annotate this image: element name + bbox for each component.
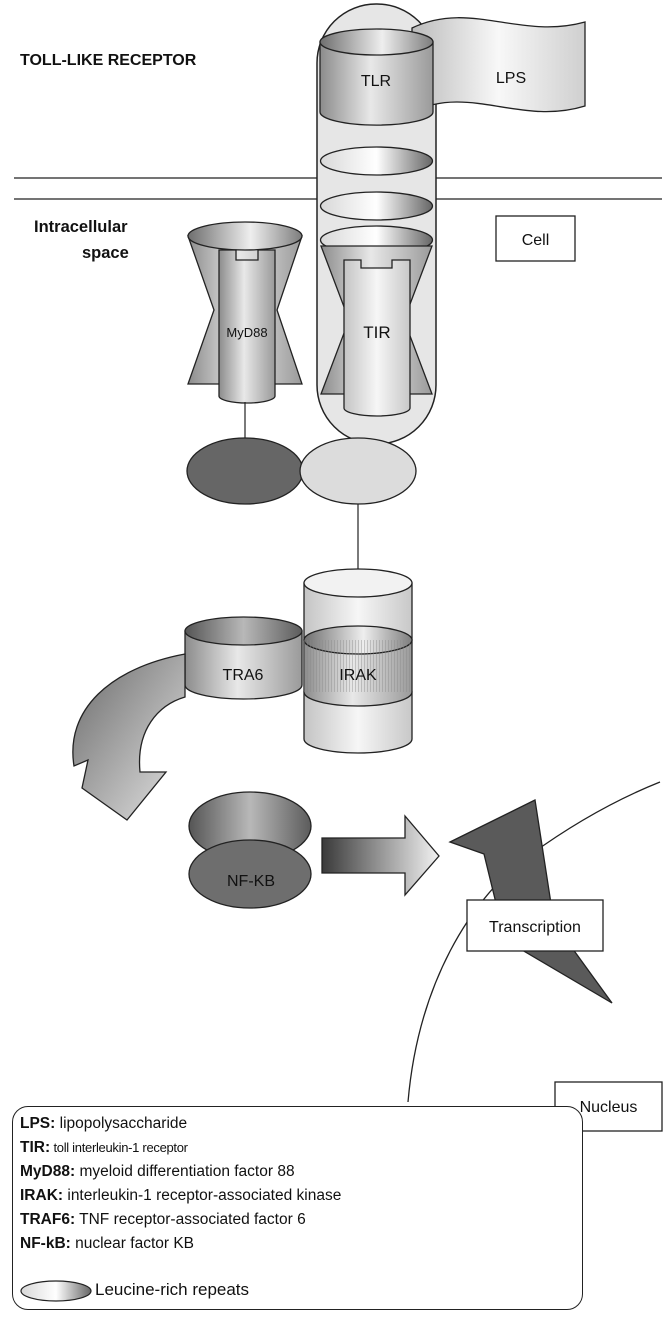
legend-term: TIR: — [20, 1139, 51, 1156]
legend-box: LPS: lipopolysaccharide TIR: toll interl… — [12, 1106, 583, 1310]
legend-term: MyD88: — [20, 1163, 76, 1180]
legend-desc: nuclear factor KB — [70, 1235, 195, 1252]
irak-label: IRAK — [339, 667, 377, 684]
legend-item-tir: TIR: toll interleukin-1 receptor — [20, 1139, 188, 1157]
leucine-rich-repeat-discs — [319, 146, 434, 255]
legend-item-lps: LPS: lipopolysaccharide — [20, 1115, 187, 1133]
legend-term: LPS: — [20, 1115, 56, 1132]
tlr-label: TLR — [361, 73, 391, 90]
legend-desc: lipopolysaccharide — [55, 1115, 188, 1132]
adaptor-ellipses — [186, 437, 417, 505]
intracellular-line-1: Intracellular — [34, 218, 128, 236]
nucleus-label: Nucleus — [580, 1099, 638, 1116]
myd88-domain — [187, 221, 303, 404]
cell-label: Cell — [522, 232, 550, 249]
tir-domain — [320, 245, 433, 417]
legend-item-traf6: TRAF6: TNF receptor-associated factor 6 — [20, 1211, 306, 1229]
legend-term: NF-kB: — [20, 1235, 71, 1252]
title-heading: TOLL-LIKE RECEPTOR — [20, 52, 197, 69]
lps-banner — [411, 17, 586, 114]
tlr-cylinder — [319, 28, 434, 126]
leucine-rich-repeat-icon — [20, 1280, 92, 1302]
nfkb-ellipses — [188, 791, 312, 909]
straight-arrow — [321, 814, 440, 897]
tir-label: TIR — [363, 323, 390, 342]
traf6-cylinder — [184, 616, 303, 700]
legend-desc: TNF receptor-associated factor 6 — [75, 1211, 306, 1228]
label-boxes — [466, 215, 663, 1132]
leucine-rich-repeats-label: Leucine-rich repeats — [95, 1280, 250, 1299]
nfkb-label: NF-KB — [227, 873, 275, 890]
lps-label: LPS — [496, 70, 526, 87]
curved-arrow — [72, 653, 186, 821]
legend-desc: myeloid differentiation factor 88 — [75, 1163, 295, 1180]
legend-desc: toll interleukin-1 receptor — [50, 1140, 188, 1155]
transcription-label: Transcription — [489, 919, 581, 936]
intracellular-line-2: space — [82, 244, 129, 262]
irak-stack — [303, 568, 413, 754]
legend-item-myd88: MyD88: myeloid differentiation factor 88 — [20, 1163, 295, 1181]
legend-term: IRAK: — [20, 1187, 64, 1204]
legend-desc: interleukin-1 receptor-associated kinase — [63, 1187, 342, 1204]
legend-term: TRAF6: — [20, 1211, 76, 1228]
legend-item-irak: IRAK: interleukin-1 receptor-associated … — [20, 1187, 341, 1205]
legend-item-nfkb: NF-kB: nuclear factor KB — [20, 1235, 194, 1253]
myd88-label: MyD88 — [226, 325, 267, 340]
traf6-label: TRA6 — [223, 667, 264, 684]
